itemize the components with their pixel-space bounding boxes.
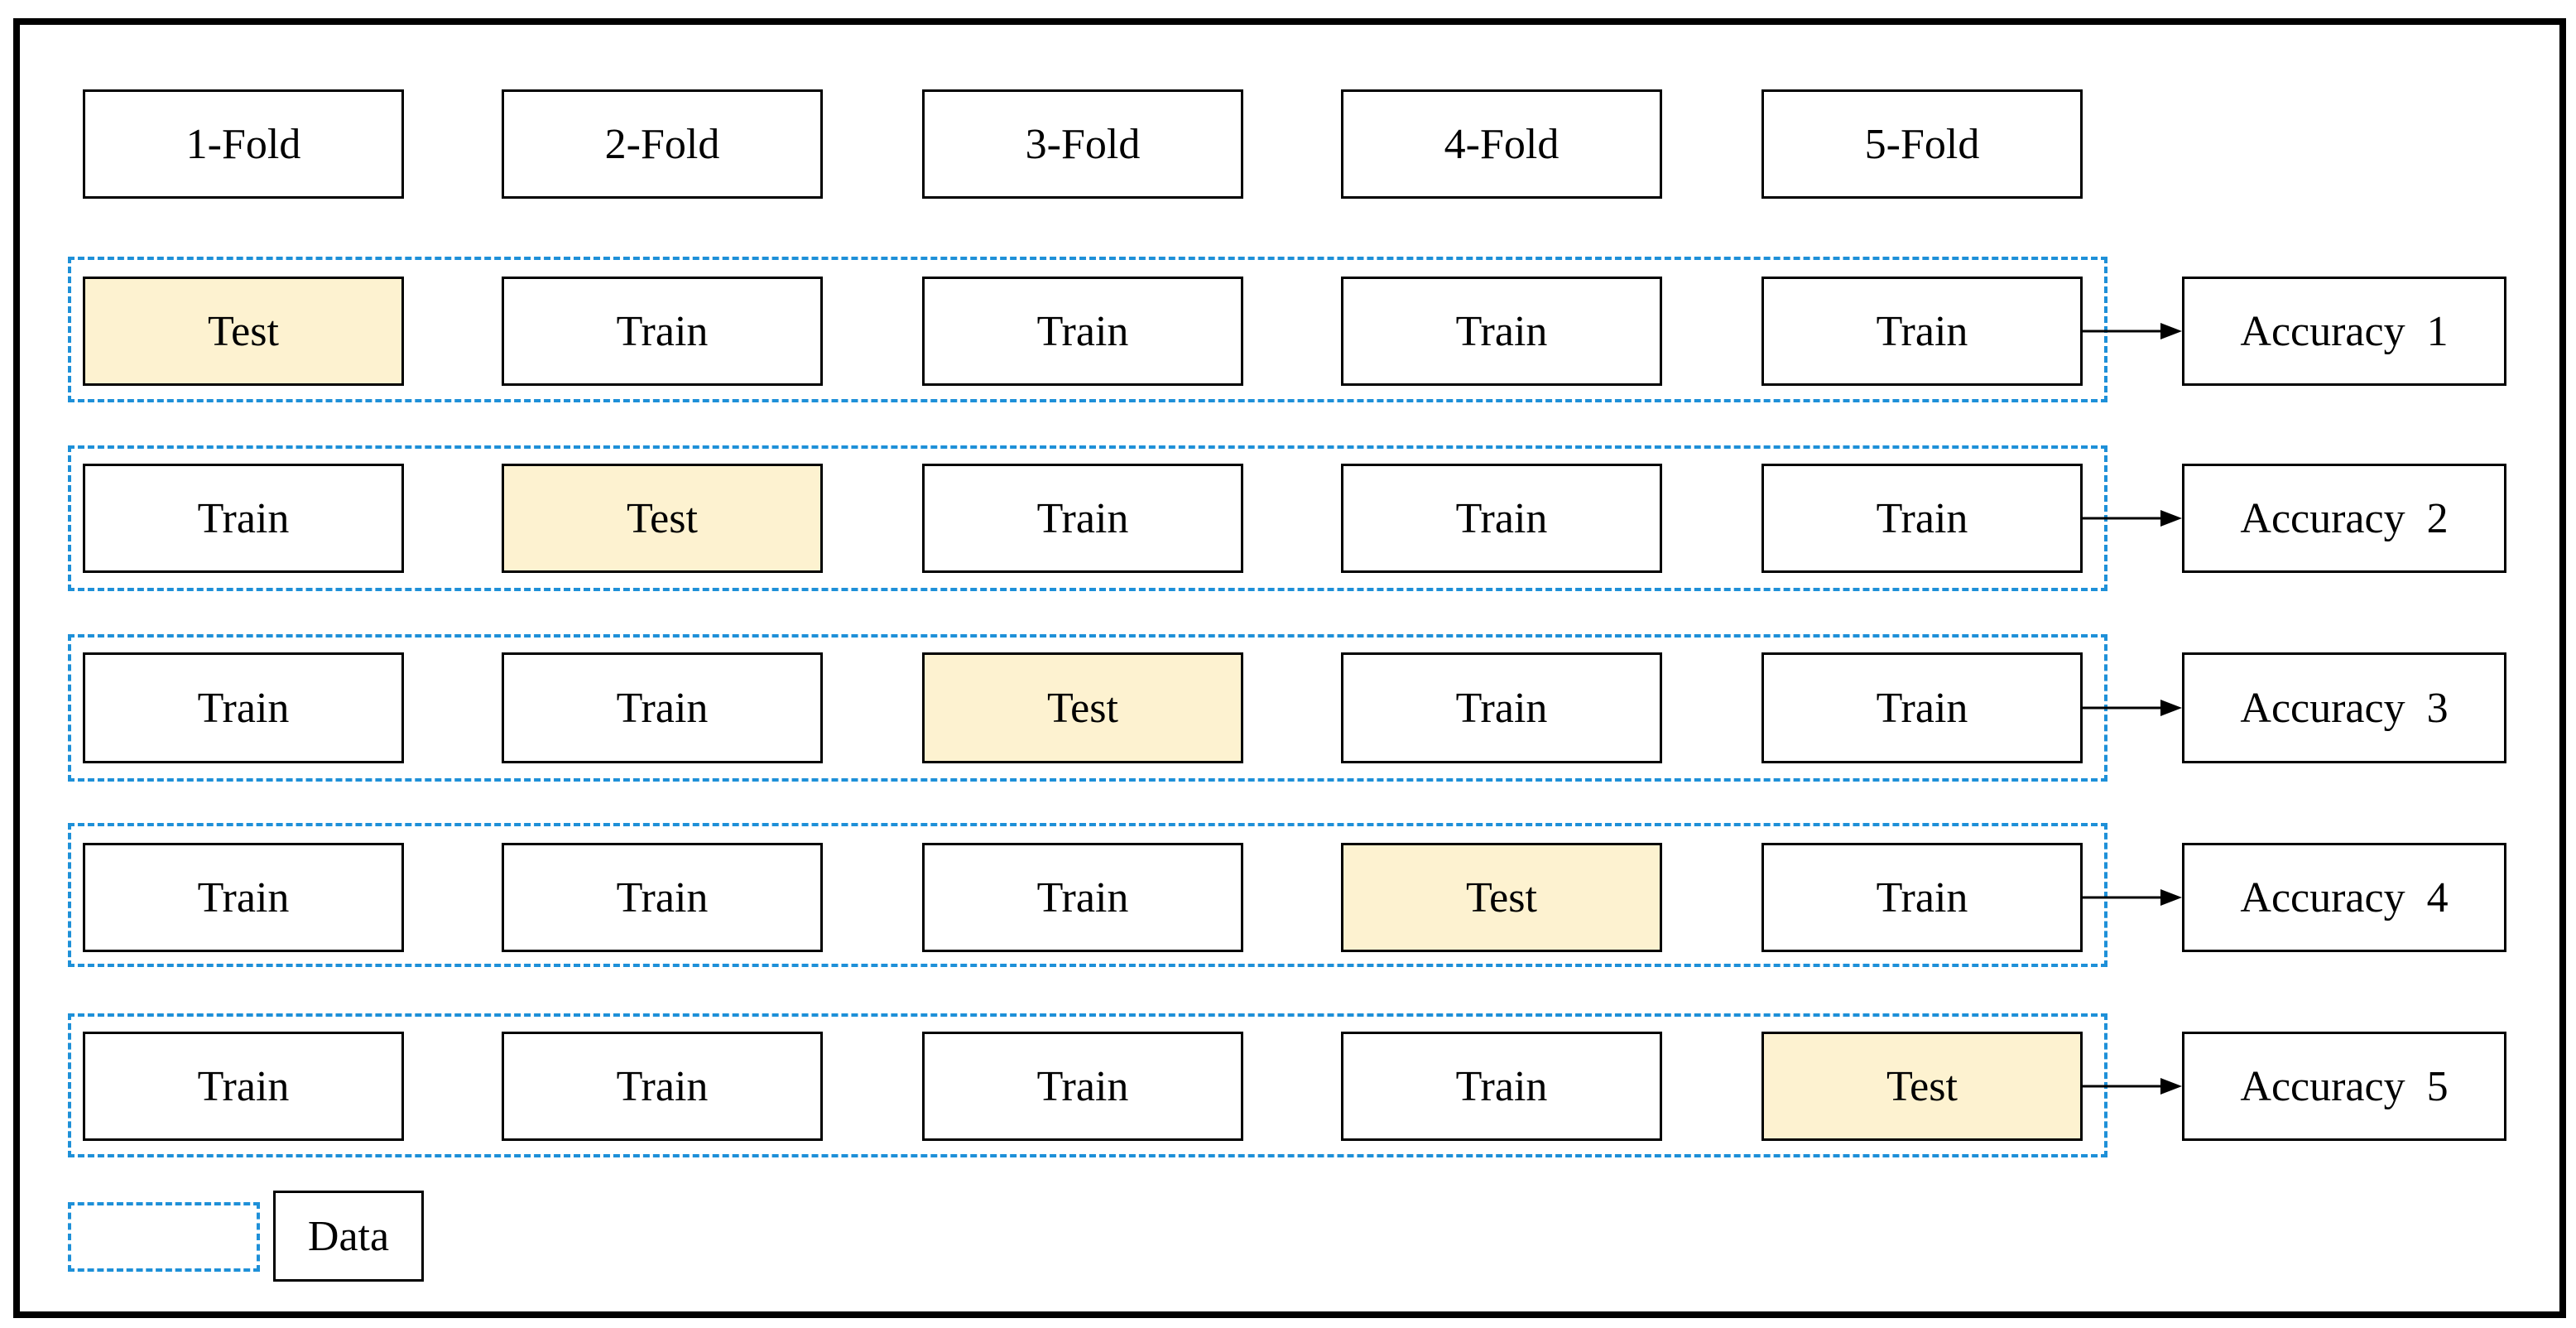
fold-header-1: 1-Fold	[83, 89, 404, 199]
row-5-cell-5: Test	[1761, 1032, 2083, 1141]
diagram-frame	[13, 18, 2566, 1318]
legend-data-label: Data	[273, 1191, 424, 1282]
row-1-cell-1: Test	[83, 277, 404, 386]
row-1-cell-5: Train	[1761, 277, 2083, 386]
accuracy-box-2: Accuracy 2	[2182, 464, 2506, 573]
row-2-cell-5: Train	[1761, 464, 2083, 573]
row-2-cell-2: Test	[502, 464, 823, 573]
row-3-cell-4: Train	[1341, 652, 1662, 763]
accuracy-box-1: Accuracy 1	[2182, 277, 2506, 386]
fold-header-5: 5-Fold	[1761, 89, 2083, 199]
row-2-cell-4: Train	[1341, 464, 1662, 573]
fold-header-3: 3-Fold	[922, 89, 1243, 199]
row-2-cell-3: Train	[922, 464, 1243, 573]
accuracy-box-3: Accuracy 3	[2182, 652, 2506, 763]
fold-header-4: 4-Fold	[1341, 89, 1662, 199]
row-5-cell-4: Train	[1341, 1032, 1662, 1141]
row-3-cell-5: Train	[1761, 652, 2083, 763]
accuracy-box-4: Accuracy 4	[2182, 843, 2506, 952]
row-5-cell-1: Train	[83, 1032, 404, 1141]
row-3-cell-1: Train	[83, 652, 404, 763]
row-4-cell-1: Train	[83, 843, 404, 952]
row-4-cell-3: Train	[922, 843, 1243, 952]
row-3-cell-2: Train	[502, 652, 823, 763]
row-4-cell-2: Train	[502, 843, 823, 952]
row-4-cell-5: Train	[1761, 843, 2083, 952]
accuracy-box-5: Accuracy 5	[2182, 1032, 2506, 1141]
fold-header-2: 2-Fold	[502, 89, 823, 199]
row-1-cell-3: Train	[922, 277, 1243, 386]
row-1-cell-4: Train	[1341, 277, 1662, 386]
row-3-cell-3: Test	[922, 652, 1243, 763]
data-group-row-1	[68, 257, 2107, 402]
row-1-cell-2: Train	[502, 277, 823, 386]
legend-data-swatch	[68, 1202, 260, 1272]
row-4-cell-4: Test	[1341, 843, 1662, 952]
data-group-row-4	[68, 823, 2107, 967]
row-5-cell-2: Train	[502, 1032, 823, 1141]
row-5-cell-3: Train	[922, 1032, 1243, 1141]
row-2-cell-1: Train	[83, 464, 404, 573]
